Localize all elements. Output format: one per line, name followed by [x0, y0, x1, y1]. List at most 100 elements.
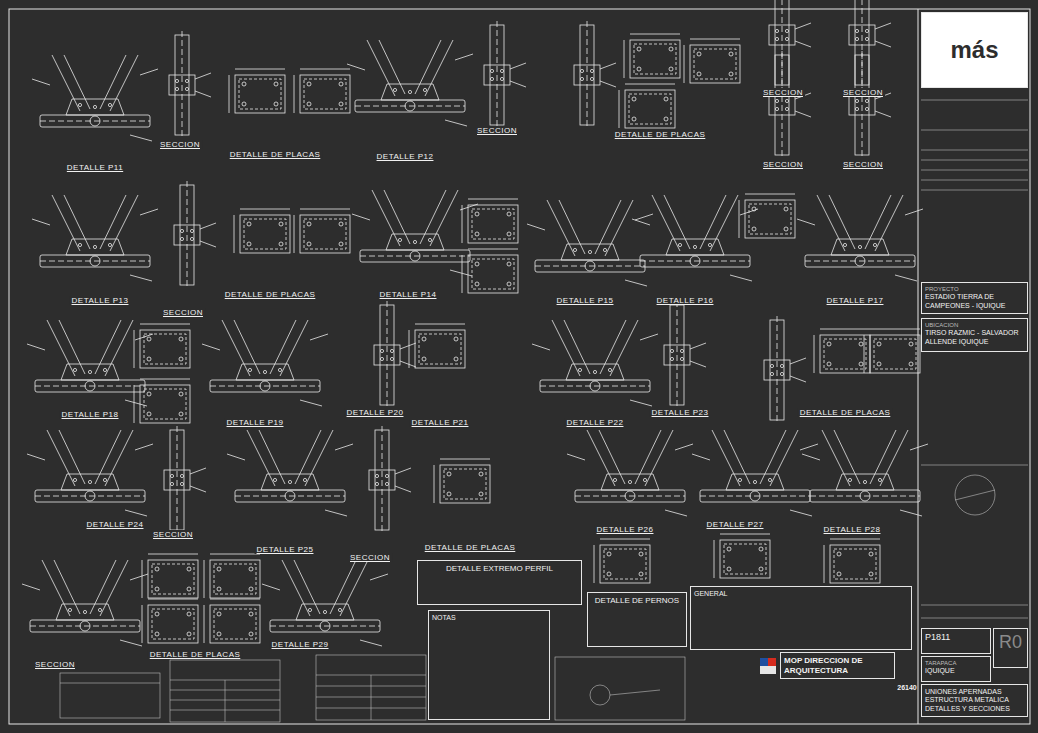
drawing-line	[369, 426, 411, 534]
detail-title: DETALLE P15	[555, 296, 616, 305]
cell-text: GENERAL	[694, 590, 908, 598]
drawing-line	[921, 130, 1028, 131]
drawing-line	[527, 200, 653, 286]
detail-title: SECCION	[158, 140, 202, 149]
detail-title: DETALLE P12	[375, 152, 436, 161]
cell-text: DETALLE DE PERNOS	[591, 596, 683, 606]
drawing-line	[225, 680, 226, 722]
detail-title: DETALLE P18	[60, 410, 121, 419]
cell-text: MOP DIRECCION DE ARQUITECTURA	[784, 656, 891, 675]
drawing-line	[170, 700, 280, 701]
detail-title: DETALLE DE PLACAS	[148, 650, 243, 659]
drawing-line	[739, 194, 795, 238]
drawing-line	[202, 320, 328, 406]
detail-title: DETALLE DE PLACAS	[613, 130, 708, 139]
drawing-line	[921, 180, 1028, 181]
drawing-line	[164, 426, 206, 534]
drawing-line	[769, 51, 811, 159]
detail-title: SECCION	[161, 308, 205, 317]
drawing-line	[624, 34, 680, 78]
cell-text: 26140	[897, 684, 917, 692]
cell-text: TIRSO RAZMIC - SALVADOR ALLENDE IQUIQUE	[925, 329, 1024, 346]
logo-box: más	[921, 12, 1028, 88]
drawing-line	[316, 708, 426, 709]
drawing-line	[574, 21, 616, 129]
detail-title: SECCION	[151, 530, 195, 539]
drawing-line	[768, 658, 776, 666]
drawing-line	[169, 31, 211, 139]
drawing-line	[462, 249, 518, 293]
detail-title: DETALLE P26	[595, 525, 656, 534]
drawing-line	[60, 673, 160, 718]
drawing-line	[60, 683, 160, 684]
drawing-line	[352, 190, 478, 276]
drawing-line	[9, 9, 1030, 724]
drawing-line	[234, 209, 290, 253]
drawing-line	[760, 666, 776, 674]
detail-title: DETALLE P27	[705, 520, 766, 529]
drawing-line	[797, 195, 923, 281]
cell-text: ESTADIO TIERRA DE CAMPEONES - IQUIQUE	[925, 293, 1024, 310]
drawing-line	[409, 324, 465, 368]
drawing-line	[684, 39, 740, 83]
drawing-line	[371, 675, 372, 720]
detail-title: DETALLE P23	[650, 408, 711, 417]
drawing-line	[134, 379, 190, 423]
detail-title: DETALLE DE PLACAS	[423, 543, 518, 552]
title-block-cell: MOP DIRECCION DE ARQUITECTURA	[780, 652, 895, 679]
title-block-cell: 26140	[897, 684, 917, 720]
drawing-line	[921, 190, 1028, 191]
detail-title: DETALLE P29	[270, 640, 331, 649]
drawing-line	[316, 697, 426, 698]
title-block-cell: P1811	[921, 628, 991, 654]
drawing-line	[294, 69, 350, 113]
drawing-line	[462, 199, 518, 243]
drawing-line	[760, 658, 768, 666]
title-block-cell: PROYECTOESTADIO TIERRA DE CAMPEONES - IQ…	[921, 282, 1028, 314]
drawing-line	[590, 685, 610, 705]
title-block-cell: R0	[993, 628, 1028, 668]
drawing-line	[567, 430, 693, 516]
detail-title: SECCION	[348, 553, 392, 562]
drawing-line	[664, 301, 706, 409]
drawing-line	[374, 301, 416, 409]
drawing-line	[316, 686, 426, 687]
detail-title: DETALLE P16	[655, 296, 716, 305]
drawing-line	[174, 181, 216, 289]
drawing-line	[849, 51, 891, 159]
drawing-line	[760, 658, 776, 674]
drawing-line	[60, 100, 1028, 722]
drawing-line	[170, 660, 280, 722]
title-block-cell: UBICACIONTIRSO RAZMIC - SALVADOR ALLENDE…	[921, 318, 1028, 352]
detail-title: DETALLE P28	[822, 525, 883, 534]
drawing-line	[955, 490, 995, 500]
title-block-cell: UNIONES APERNADAS ESTRUCTURA METALICA DE…	[921, 684, 1028, 717]
title-block-cell: NOTAS	[428, 610, 550, 720]
title-block-cell: TARAPACAIQUIQUE	[921, 656, 991, 682]
drawing-line	[204, 599, 260, 643]
drawing-line	[316, 675, 426, 676]
cell-text: UNIONES APERNADAS ESTRUCTURA METALICA DE…	[925, 688, 1024, 713]
cell-heading: UBICACION	[925, 322, 1024, 329]
cell-text: R0	[997, 632, 1024, 654]
drawing-line	[864, 329, 920, 373]
drawing-line	[918, 9, 919, 724]
detail-title: SECCION	[761, 88, 805, 97]
drawing-line	[347, 40, 473, 126]
detail-title: DETALLE DE PLACAS	[798, 408, 893, 417]
drawing-line	[27, 430, 153, 516]
title-block-cell: DETALLE EXTREMO PERFIL	[417, 560, 582, 605]
cell-text: P1811	[925, 632, 987, 643]
title-block-cell: DETALLE DE PERNOS	[587, 592, 687, 647]
drawing-line	[142, 554, 198, 598]
detail-title: DETALLE P22	[565, 418, 626, 427]
detail-title: DETALLE P20	[345, 408, 406, 417]
detail-title: DETALLE P11	[65, 163, 125, 172]
drawing-line	[555, 657, 685, 720]
drawing-line	[619, 84, 675, 128]
detail-title: SECCION	[475, 126, 519, 135]
detail-title: DETALLE P25	[255, 545, 316, 554]
drawing-line	[294, 209, 350, 253]
drawing-line	[594, 539, 650, 583]
detail-title: SECCION	[761, 160, 805, 169]
